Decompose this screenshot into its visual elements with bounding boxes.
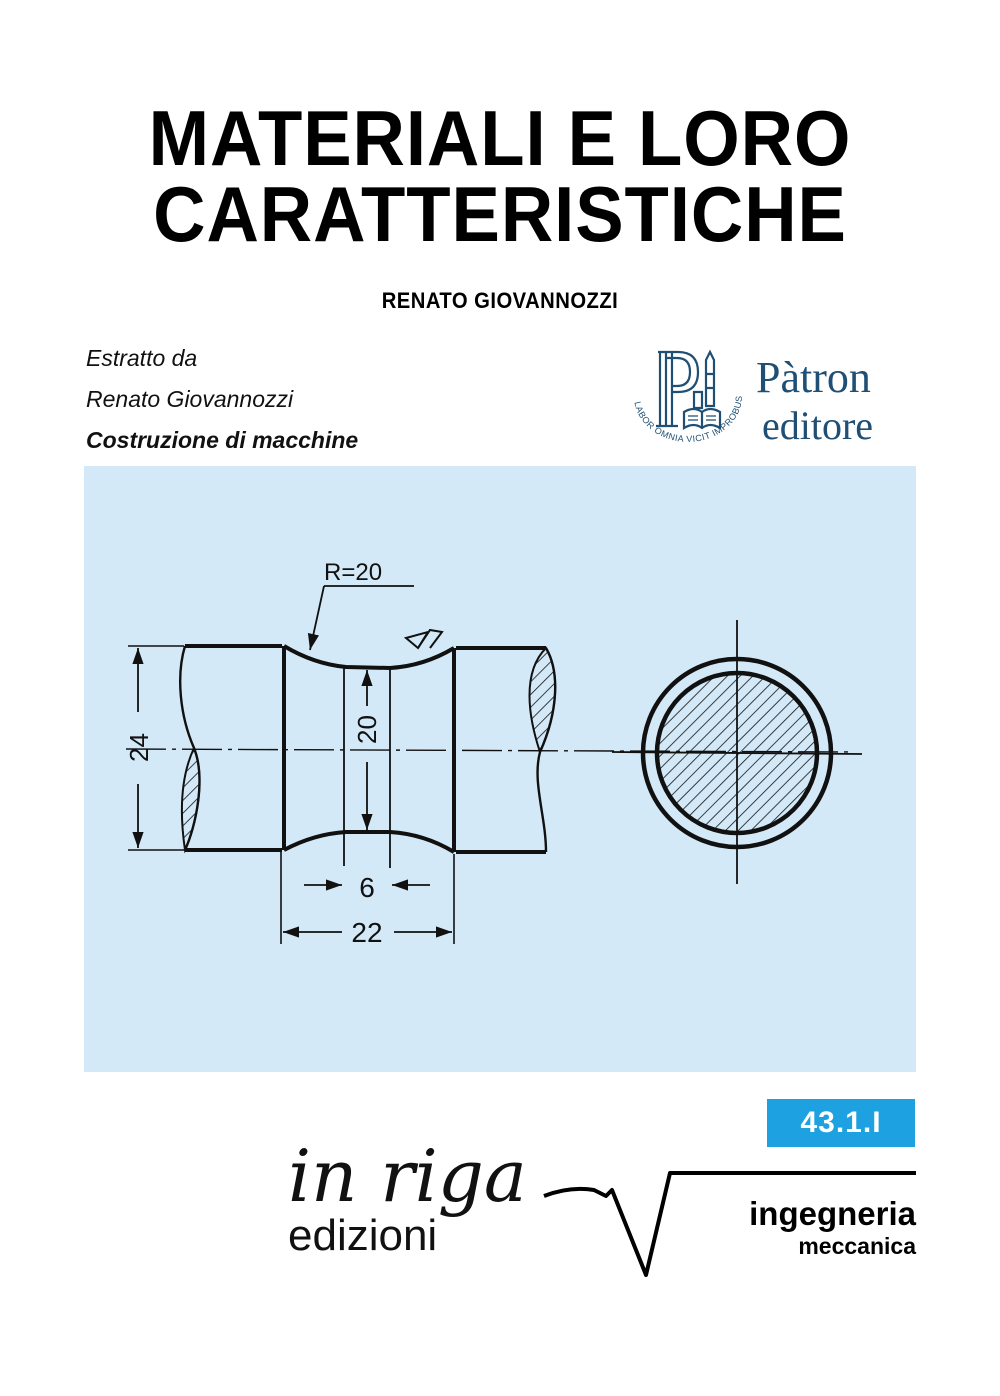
title-line-1: MATERIALI E LORO: [148, 94, 852, 182]
series-line-2: meccanica: [798, 1233, 916, 1259]
dimension-24: 24: [124, 733, 154, 762]
extract-label: Estratto da: [86, 345, 198, 371]
extract-source-title: Costruzione di macchine: [86, 427, 359, 453]
publisher-logo: LABOR OMNIA VICIT IMPROBUS Pàtron editor…: [622, 346, 922, 456]
dimension-20: 20: [352, 715, 382, 744]
book-title: MATERIALI E LORO CARATTERISTICHE: [35, 94, 965, 258]
shaft-groove-drawing: 24 20 6 22 R=20: [124, 559, 863, 948]
publisher-name: Pàtron: [756, 353, 871, 402]
author-name: RENATO GIOVANNOZZI: [381, 288, 619, 313]
brand-edizioni: edizioni: [288, 1211, 438, 1260]
series-label: ingegneria meccanica: [749, 1196, 916, 1260]
series-code-badge: 43.1.I: [767, 1099, 915, 1147]
extract-author: Renato Giovannozzi: [86, 386, 294, 412]
extract-note: Estratto da Renato Giovannozzi Costruzio…: [86, 338, 358, 461]
series-line-1: ingegneria: [749, 1195, 916, 1232]
brand-script: in riga: [288, 1134, 527, 1218]
dimension-22: 22: [351, 917, 382, 948]
title-line-2: CARATTERISTICHE: [153, 170, 847, 258]
dimension-6: 6: [359, 872, 375, 903]
technical-drawing-panel: 24 20 6 22 R=20: [84, 466, 916, 1072]
radius-label: R=20: [324, 559, 382, 586]
publisher-subtitle: editore: [762, 403, 874, 448]
publisher-emblem-icon: LABOR OMNIA VICIT IMPROBUS: [632, 349, 744, 444]
